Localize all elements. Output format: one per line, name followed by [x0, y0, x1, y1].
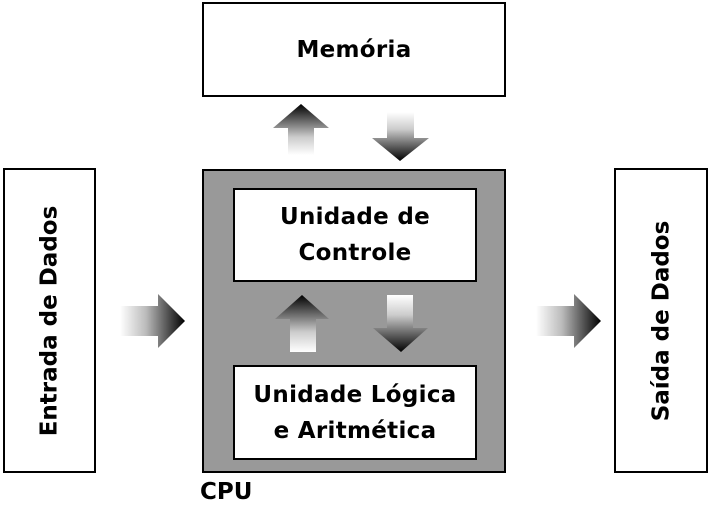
arrow-up-icon [275, 295, 329, 352]
memory-label: Memória [296, 36, 412, 63]
alu-label: Unidade Lógica e Aritmética [253, 377, 456, 449]
alu-box: Unidade Lógica e Aritmética [233, 365, 477, 460]
arrow-down-icon [372, 112, 429, 161]
control-unit-label: Unidade de Controle [280, 199, 430, 271]
input-box: Entrada de Dados [3, 168, 96, 473]
arrow-up-icon [273, 104, 329, 155]
cpu-label: CPU [200, 479, 253, 505]
memory-box: Memória [202, 2, 506, 97]
alu-label-line1: Unidade Lógica [253, 381, 457, 408]
control-unit-box: Unidade de Controle [233, 188, 477, 282]
arrow-right-icon [536, 294, 601, 348]
output-box: Saída de Dados [614, 168, 708, 473]
control-unit-label-line2: Controle [298, 240, 412, 266]
alu-label-line2: e Aritmética [273, 417, 437, 444]
arrow-down-icon [373, 295, 428, 352]
control-unit-label-line1: Unidade de [279, 204, 431, 230]
arrow-right-icon [120, 294, 185, 348]
